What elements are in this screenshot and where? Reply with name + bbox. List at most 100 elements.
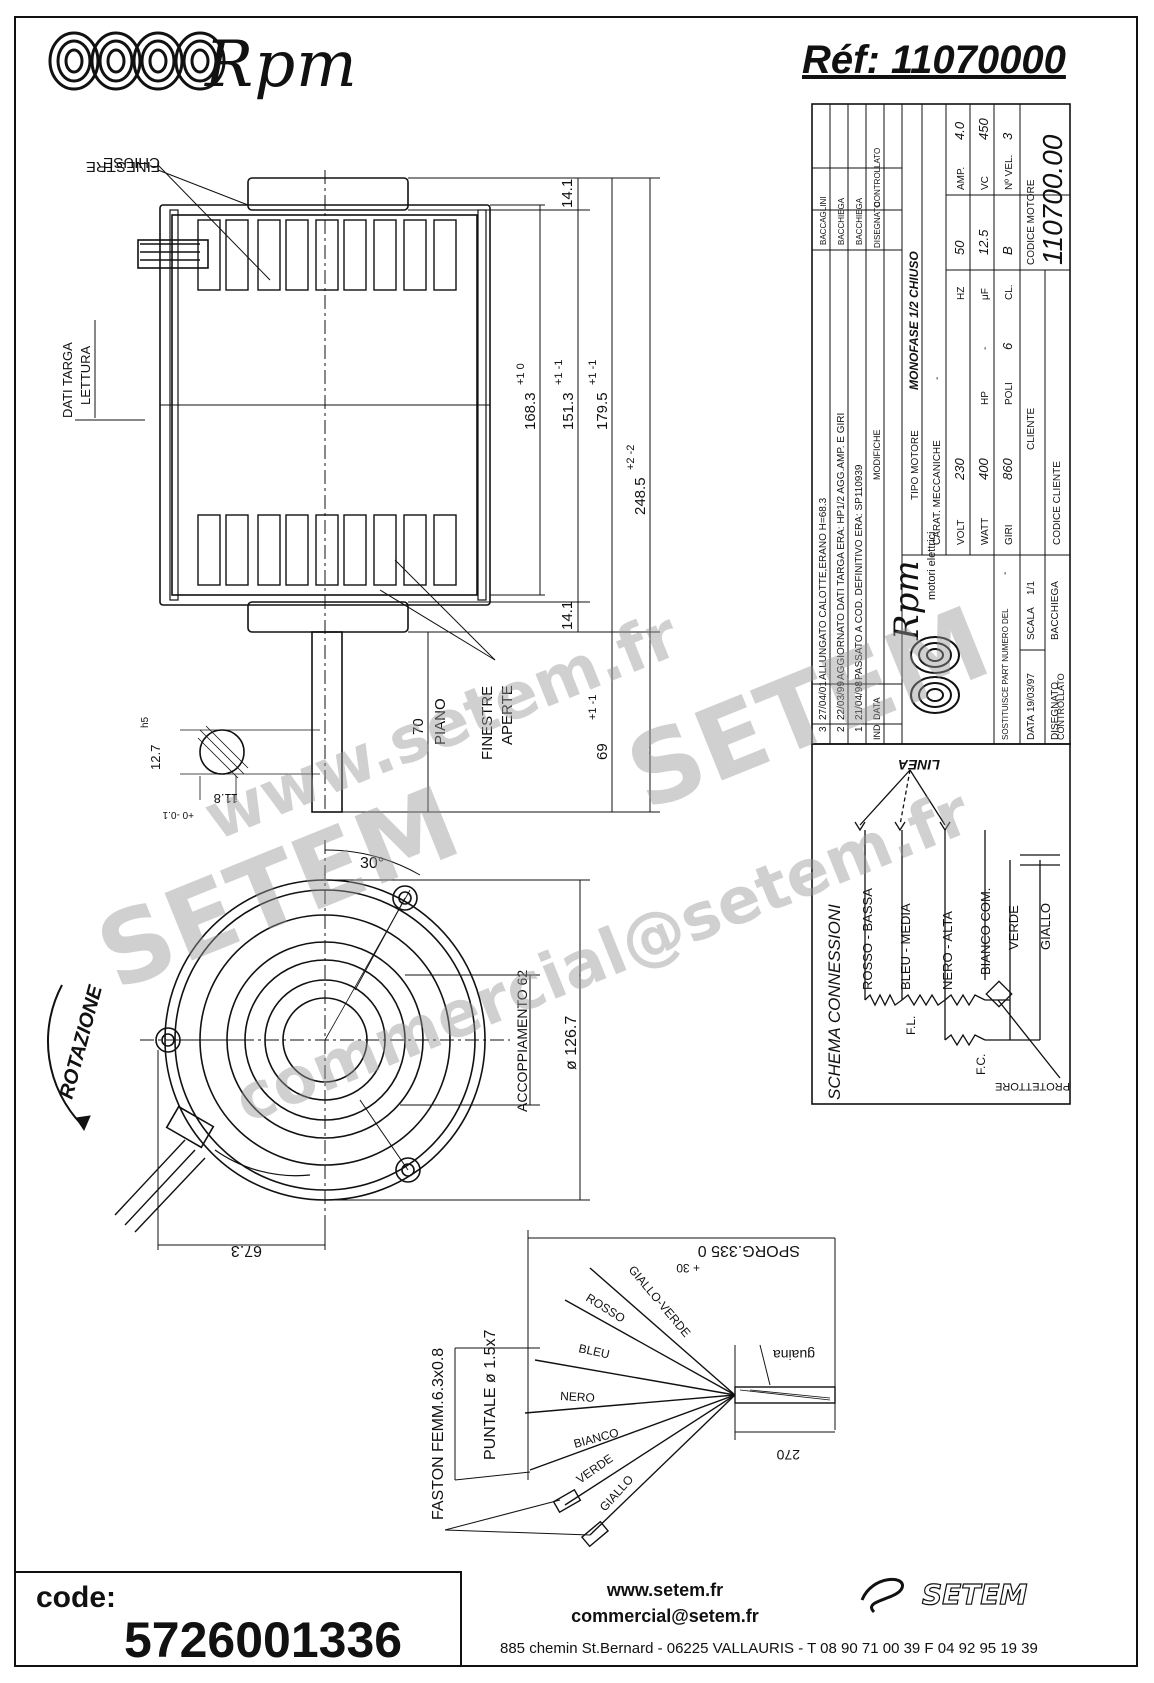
- brand-name: Rpm: [205, 28, 358, 102]
- motor-front-view: [114, 840, 510, 1233]
- protettore-label: PROTETTORE: [995, 1080, 1070, 1092]
- schema-title: SCHEMA CONNESSIONI: [825, 904, 844, 1100]
- rev-3-ind: 3: [818, 726, 829, 732]
- tb-company: Rpm: [887, 560, 927, 641]
- rev-2-date: 22/03/99: [836, 681, 847, 720]
- shaft-section: 12.7 h5 11.8 +0 -0.1: [140, 716, 320, 820]
- faston-label: FASTON FEMM.6.3x0.8: [430, 1348, 447, 1520]
- angle-30: 30°: [360, 855, 384, 872]
- rev-2-text: AGGIORNATO DATI TARGA ERA: HP1/2 AGG.AMP…: [836, 413, 847, 680]
- dim-151-3: 151.3: [560, 392, 577, 430]
- dim-69: 69: [594, 743, 611, 760]
- spec-nvel-label: Nº VEL.: [1004, 155, 1015, 190]
- width-67-3: 67.3: [231, 1242, 262, 1259]
- spec-poli-label: POLI: [1004, 382, 1015, 405]
- code-value: 5726001336: [124, 1612, 403, 1668]
- dim-168-3: 168.3: [522, 392, 539, 430]
- scala-label: SCALA: [1026, 607, 1037, 640]
- sostituisce-label: SOSTITUISCE PART NUMERO DEL: [1001, 608, 1010, 740]
- cable-length-270: 270: [776, 1447, 800, 1463]
- label-dati-targa: DATI TARGA: [60, 342, 75, 418]
- disegnato-value: BACCHIEGA: [1050, 581, 1061, 640]
- cliente-label: CLIENTE: [1026, 407, 1037, 450]
- guaina-label: guaina: [773, 1347, 815, 1363]
- schema-nero-alta: NERO - ALTA: [940, 911, 955, 990]
- setem-logo: SETEM: [860, 1577, 1028, 1614]
- rotation-arrow-icon: [47, 984, 83, 1126]
- label-aperte: APERTE: [499, 685, 516, 745]
- col-modifiche: MODIFICHE: [872, 430, 882, 481]
- rev-3-text: ALLUNGATO CALOTTE,ERANO H=68.3: [818, 497, 829, 680]
- shaft-diameter: 12.7: [148, 745, 163, 770]
- codice-cliente-label: CODICE CLIENTE: [1052, 461, 1063, 545]
- col-disegnato: DISEGNATO: [873, 202, 882, 248]
- puntale-label: PUNTALE ø 1.5x7: [482, 1329, 499, 1460]
- footer-website[interactable]: www.setem.fr: [606, 1580, 724, 1600]
- disegnato-label: DISEGNATO: [1050, 682, 1061, 740]
- schema-fc: F.C.: [974, 1054, 988, 1075]
- dim-168-3-tol: +1 0: [515, 363, 527, 385]
- carat-value: -: [932, 377, 943, 380]
- footer-address: 885 chemin St.Bernard - 06225 VALLAURIS …: [500, 1640, 1038, 1657]
- side-view-labels: FINESTRE CHIUSE DATI TARGA LETTURA FINES…: [60, 154, 516, 760]
- rev-1-by: BACCHIEGA: [855, 197, 864, 245]
- dim-248-5-tol: +2 -2: [625, 445, 637, 470]
- dim-179-5-tol: +1 -1: [587, 360, 599, 385]
- rev-3-by: BACCAGLINI: [819, 197, 828, 245]
- sporg-tolerance: + 30: [676, 1261, 700, 1275]
- dim-69-tol: +1 -1: [587, 695, 599, 720]
- rotazione-label: ROTAZIONE: [56, 983, 108, 1102]
- footer-email[interactable]: commercial@setem.fr: [571, 1606, 759, 1626]
- motor-side-view: [137, 170, 491, 813]
- shaft-tolerance-h5: h5: [140, 716, 151, 728]
- spec-nvel-value: 3: [1000, 132, 1015, 140]
- spec-cl-value: B: [1000, 246, 1015, 255]
- cable-text: SPORG.335 0 + 30 guaina 270 PUNTALE ø 1.…: [430, 1242, 815, 1520]
- front-dimensions: [157, 879, 590, 1250]
- sostituisce-value: -: [1000, 572, 1011, 575]
- wire-bianco: BIANCO: [572, 1425, 620, 1450]
- dim-248-5: 248.5: [632, 477, 649, 515]
- dim-14-1-top: 14.1: [559, 179, 576, 208]
- connection-schema: [854, 769, 1061, 1079]
- schema-bianco-com: BIANCO COM.: [978, 888, 993, 975]
- rev-1-text: PASSATO A COD. DEFINITIVO ERA: SP110939: [854, 464, 865, 680]
- drawing-frame: [14, 16, 1138, 1667]
- rev-3-date: 27/04/01: [818, 681, 829, 720]
- col-controllato: CONTROLLATO: [873, 148, 882, 207]
- reference-number: Réf: 11070000: [802, 38, 1066, 82]
- code-label: code:: [36, 1581, 117, 1614]
- shaft-flat-tol: +0 -0.1: [162, 809, 194, 820]
- label-finestre: FINESTRE: [86, 158, 160, 175]
- scala-value: 1/1: [1026, 581, 1037, 595]
- spec-uf-label: μF: [980, 288, 991, 300]
- side-dimension-text: 14.1 14.1 168.3 +1 0 151.3 +1 -1 179.5 +…: [410, 179, 649, 760]
- cable-view: [444, 1230, 836, 1548]
- sporg-length: SPORG.335 0: [698, 1242, 800, 1259]
- controllato-label: CONTROLLATO: [1056, 673, 1066, 740]
- schema-giallo: GIALLO: [1038, 903, 1053, 950]
- label-lettura: LETTURA: [78, 345, 93, 405]
- rev-2-ind: 2: [836, 726, 847, 732]
- spec-cl-label: CL.: [1004, 284, 1015, 300]
- schema-bleu-media: BLEU - MEDIA: [898, 903, 913, 990]
- spec-hz-label: HZ: [956, 287, 967, 300]
- codice-motore-label: CODICE MOTORE: [1026, 179, 1037, 265]
- rotation-arrowhead-icon: [75, 1115, 91, 1132]
- spec-hp-value: -: [980, 347, 991, 350]
- shaft-flat: 11.8: [214, 791, 238, 806]
- accoppiamento-62: ACCOPPIAMENTO 62: [514, 970, 530, 1112]
- wire-bleu: BLEU: [577, 1341, 611, 1361]
- dim-179-5: 179.5: [594, 392, 611, 430]
- rpm-coil-logo: [48, 31, 226, 91]
- spec-vc-label: VC: [980, 176, 991, 190]
- rev-2-by: BACCHIEGA: [837, 197, 846, 245]
- dim-151-3-tol: +1 -1: [553, 360, 565, 385]
- title-block: [811, 103, 1071, 1105]
- rev-1-ind: 1: [854, 726, 865, 732]
- spec-giri-value: 860: [1000, 458, 1015, 480]
- spec-amp-label: AMP.: [956, 167, 967, 190]
- spec-hp-label: HP: [980, 391, 991, 405]
- code-box: code: 5726001336: [14, 1571, 462, 1668]
- spec-vc-value: 450: [976, 118, 991, 140]
